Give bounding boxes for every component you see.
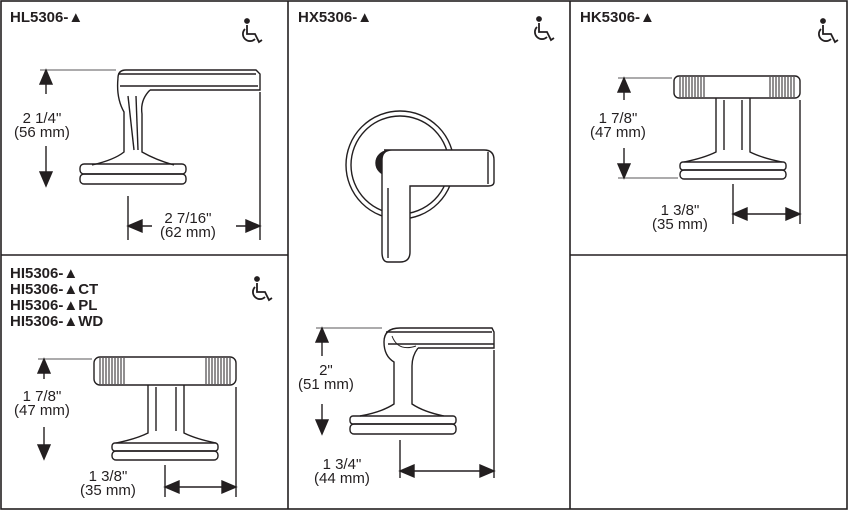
width-dimension: 1 3/8" (35 mm)	[80, 468, 136, 499]
model-number: HI5306-▲PL	[10, 297, 98, 314]
height-mm: (56 mm)	[14, 124, 70, 141]
height-dimension: 2" (51 mm)	[298, 362, 354, 393]
width-mm: (35 mm)	[80, 482, 136, 499]
height-mm: (47 mm)	[590, 124, 646, 141]
height-dimension: 2 1/4" (56 mm)	[14, 110, 70, 141]
model-number: HK5306-▲	[580, 9, 655, 26]
height-inches: 1 7/8"	[22, 388, 62, 405]
width-mm: (35 mm)	[652, 216, 708, 233]
model-number: HI5306-▲	[10, 265, 79, 282]
hi-knob-drawing	[36, 356, 238, 497]
wheelchair-icon	[252, 276, 273, 302]
wheelchair-icon	[534, 16, 555, 42]
height-dimension: 1 7/8" (47 mm)	[14, 388, 70, 419]
model-number: HL5306-▲	[10, 9, 84, 26]
width-dimension: 2 7/16" (62 mm)	[160, 210, 216, 241]
height-inches: 2"	[319, 362, 333, 379]
height-dimension: 1 7/8" (47 mm)	[590, 110, 646, 141]
wheelchair-icon	[242, 18, 263, 44]
width-inches: 1 3/4"	[322, 456, 362, 473]
wheelchair-icon	[818, 18, 839, 44]
model-number: HX5306-▲	[298, 9, 373, 26]
width-mm: (44 mm)	[314, 470, 370, 487]
width-inches: 2 7/16"	[164, 210, 212, 227]
width-inches: 1 3/8"	[88, 468, 128, 485]
width-mm: (62 mm)	[160, 224, 216, 241]
width-inches: 1 3/8"	[660, 202, 700, 219]
empty-panel	[571, 256, 847, 509]
hl-lever-drawing	[38, 68, 262, 240]
model-number: HI5306-▲CT	[10, 281, 99, 298]
model-number: HI5306-▲WD	[10, 313, 104, 330]
hx-lever-drawing	[314, 110, 496, 479]
width-dimension: 1 3/4" (44 mm)	[314, 456, 370, 487]
height-inches: 2 1/4"	[22, 110, 62, 127]
height-mm: (47 mm)	[14, 402, 70, 419]
width-dimension: 1 3/8" (35 mm)	[652, 202, 708, 233]
hk-knob-drawing	[616, 75, 802, 224]
height-inches: 1 7/8"	[598, 110, 638, 127]
height-mm: (51 mm)	[298, 376, 354, 393]
